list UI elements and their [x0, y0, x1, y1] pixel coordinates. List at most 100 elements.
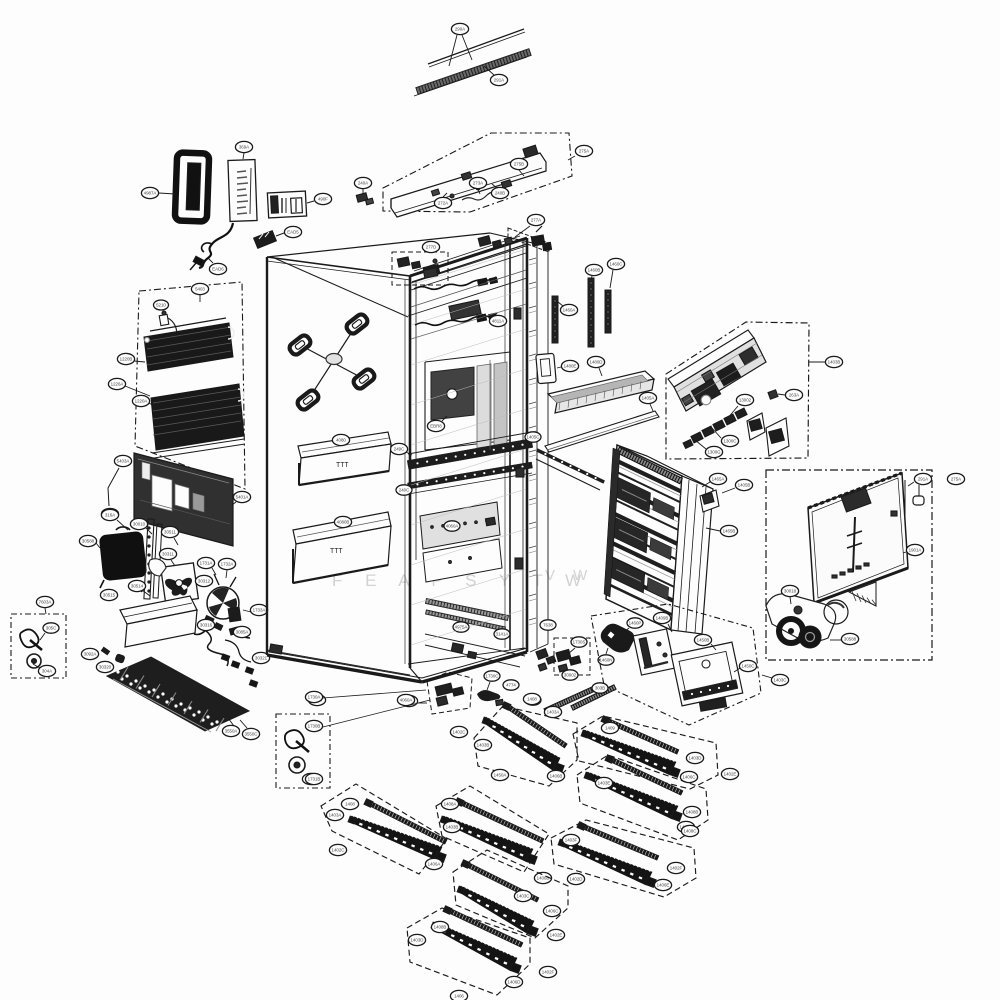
svg-text:1480D: 1480D: [590, 360, 603, 365]
svg-text:249C: 249C: [394, 447, 405, 452]
svg-text:1403C: 1403C: [774, 678, 787, 683]
svg-text:3550C: 3550C: [245, 732, 258, 737]
svg-text:1403A: 1403A: [329, 813, 342, 818]
svg-text:1408B: 1408B: [434, 925, 447, 930]
svg-text:369A: 369A: [239, 145, 249, 150]
svg-text:3550A: 3550A: [225, 729, 238, 734]
svg-text:EAD5: EAD5: [287, 230, 299, 235]
svg-text:1402E: 1402E: [550, 933, 563, 938]
svg-text:30588: 30588: [82, 539, 95, 544]
svg-text:1406: 1406: [454, 994, 464, 999]
svg-text:1405B: 1405B: [738, 483, 751, 488]
svg-text:272A: 272A: [438, 201, 448, 206]
svg-text:1403F: 1403F: [565, 838, 578, 843]
svg-text:1409: 1409: [605, 726, 615, 731]
svg-text:1901A: 1901A: [909, 548, 922, 553]
svg-text:263A: 263A: [789, 393, 799, 398]
svg-text:5403: 5403: [195, 287, 205, 292]
svg-text:1460A: 1460A: [563, 308, 576, 313]
svg-text:7638: 7638: [543, 623, 553, 628]
svg-text:30320: 30320: [99, 665, 112, 670]
svg-text:1408C: 1408C: [684, 829, 697, 834]
svg-text:1731B: 1731B: [308, 777, 321, 782]
svg-text:277A: 277A: [531, 218, 541, 223]
svg-text:TTT: TTT: [336, 462, 349, 470]
svg-text:30311: 30311: [162, 552, 174, 557]
svg-text:3141A: 3141A: [496, 632, 509, 637]
svg-text:1460N: 1460N: [600, 658, 613, 663]
svg-text:275A: 275A: [579, 149, 589, 154]
svg-text:13002: 13002: [739, 398, 752, 403]
svg-text:304A: 304A: [42, 669, 52, 674]
svg-text:316A: 316A: [105, 513, 115, 518]
svg-text:1402F: 1402F: [670, 866, 683, 871]
svg-text:1460C: 1460C: [610, 262, 623, 267]
svg-text:1465A: 1465A: [712, 477, 725, 482]
svg-text:7603A: 7603A: [39, 600, 52, 605]
svg-text:EAD6: EAD6: [212, 267, 224, 272]
svg-text:1403A: 1403A: [547, 710, 560, 715]
svg-text:1403D: 1403D: [689, 756, 702, 761]
svg-text:4080B: 4080B: [337, 520, 350, 525]
svg-text:TTT: TTT: [330, 548, 343, 556]
svg-text:1220A: 1220A: [135, 399, 148, 404]
svg-text:291A: 291A: [918, 477, 928, 482]
svg-text:4987A: 4987A: [144, 191, 157, 196]
svg-text:4060A: 4060A: [446, 524, 459, 529]
svg-text:1403B: 1403B: [446, 825, 459, 830]
svg-text:1402C: 1402C: [453, 730, 466, 735]
svg-text:1408: 1408: [527, 697, 537, 702]
svg-text:303B: 303B: [595, 686, 605, 691]
svg-text:490F: 490F: [318, 197, 328, 202]
svg-text:1403E: 1403E: [598, 781, 611, 786]
svg-text:5401A: 5401A: [236, 495, 249, 500]
svg-text:1406C: 1406C: [683, 775, 696, 780]
svg-text:30010: 30010: [133, 522, 146, 527]
svg-text:1405C: 1405C: [527, 435, 540, 440]
svg-text:4774: 4774: [506, 683, 516, 688]
svg-text:1450C: 1450C: [742, 664, 755, 669]
svg-text:290A: 290A: [455, 27, 465, 32]
svg-text:1403B: 1403B: [828, 360, 841, 365]
svg-text:1450B: 1450B: [697, 638, 710, 643]
svg-text:1403C: 1403C: [517, 894, 530, 899]
svg-text:30018: 30018: [784, 589, 797, 594]
svg-text:1733A: 1733A: [253, 608, 266, 613]
svg-text:F E A P S Y T W: F E A P S Y T W: [332, 571, 590, 590]
svg-text:1732A: 1732A: [221, 562, 234, 567]
svg-text:291A: 291A: [494, 78, 504, 83]
svg-text:30514: 30514: [131, 584, 144, 589]
svg-text:1406A: 1406A: [428, 862, 441, 867]
svg-text:275A: 275A: [951, 477, 961, 482]
svg-text:1731A: 1731A: [200, 561, 213, 566]
svg-text:3085A: 3085A: [236, 630, 249, 635]
svg-text:305C: 305C: [46, 626, 57, 631]
svg-text:240C: 240C: [399, 488, 410, 493]
svg-text:1730B: 1730B: [308, 724, 321, 729]
svg-text:240B: 240B: [495, 191, 505, 196]
svg-text:1465B: 1465B: [723, 529, 736, 534]
svg-text:1402D: 1402D: [570, 877, 583, 882]
svg-text:1408B: 1408B: [686, 810, 699, 815]
svg-text:1402E: 1402E: [724, 772, 737, 777]
svg-text:4811A: 4811A: [492, 319, 504, 324]
svg-text:1409B: 1409B: [656, 616, 669, 621]
svg-text:V W: V W: [545, 567, 594, 584]
svg-text:1406C: 1406C: [546, 909, 559, 914]
svg-text:240A: 240A: [358, 181, 368, 186]
svg-text:273A: 273A: [473, 181, 483, 186]
svg-text:1408: 1408: [345, 802, 355, 807]
svg-text:1300C: 1300C: [724, 439, 737, 444]
svg-text:275B: 275B: [514, 162, 524, 167]
svg-text:1403B: 1403B: [477, 743, 490, 748]
svg-text:30316: 30316: [200, 623, 213, 628]
svg-text:1406B: 1406B: [537, 876, 550, 881]
svg-text:30515: 30515: [103, 593, 116, 598]
svg-text:1406D: 1406D: [508, 980, 521, 985]
svg-text:1480E: 1480E: [564, 364, 577, 369]
svg-text:30312: 30312: [198, 579, 211, 584]
svg-text:3092A: 3092A: [84, 652, 97, 657]
svg-text:1460P: 1460P: [629, 621, 642, 626]
svg-text:1408A: 1408A: [444, 802, 457, 807]
svg-text:1730C: 1730C: [486, 674, 499, 679]
